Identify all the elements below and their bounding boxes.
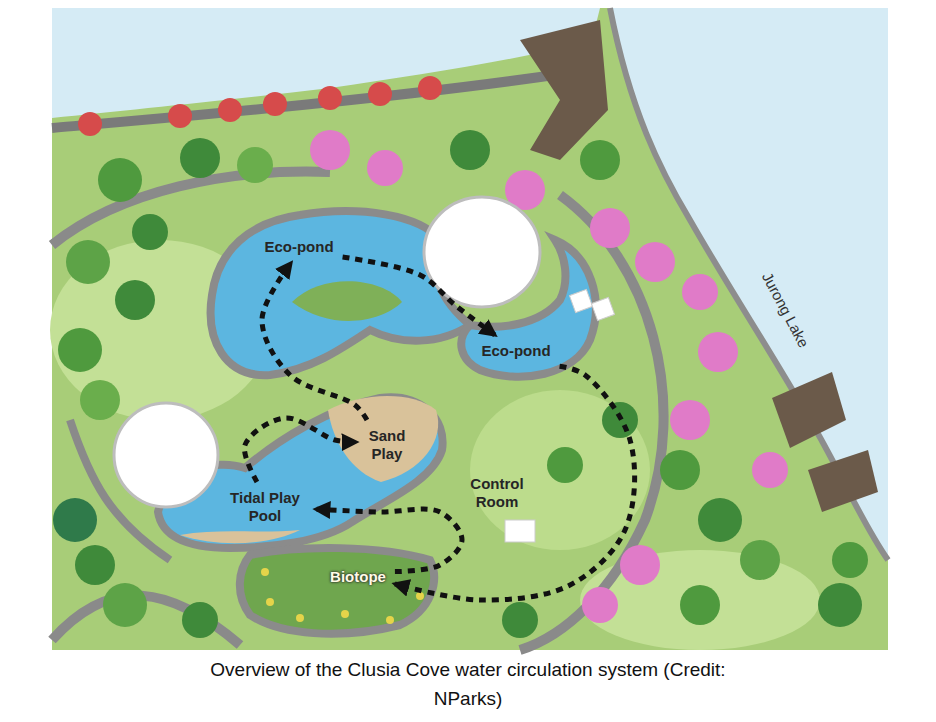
flow-arrow [316, 509, 462, 572]
area-label: Sand Play [361, 425, 413, 465]
sand-play [328, 396, 438, 482]
node-text: Eco-pond [481, 342, 550, 360]
flower [296, 614, 304, 622]
tree [263, 92, 287, 116]
kiosk [569, 289, 592, 312]
tree [75, 545, 115, 585]
pond-island [292, 281, 402, 321]
tree [635, 242, 675, 282]
tree [103, 583, 147, 627]
flow-arrow [244, 418, 356, 482]
area-label: Biotope [326, 566, 390, 588]
lake-water [52, 8, 600, 118]
tree [680, 585, 720, 625]
pool-label: Tidal Play Pool [219, 487, 311, 527]
promenade [52, 72, 575, 128]
boardwalk [520, 20, 608, 160]
tree [682, 274, 718, 310]
tree [832, 542, 868, 578]
tree [450, 130, 490, 170]
flower [341, 610, 349, 618]
flow-arrow [262, 263, 367, 420]
flow-arrow [343, 257, 495, 335]
lake-water [600, 8, 888, 560]
node-text: Tidal Play Pool [223, 489, 307, 525]
tree [53, 498, 97, 542]
tree [698, 498, 742, 542]
tree [182, 602, 218, 638]
node-text: Sand Play [365, 427, 409, 463]
tree [818, 583, 862, 627]
figure-caption: Overview of the Clusia Cove water circul… [208, 655, 728, 713]
tree [660, 450, 700, 490]
lawn-patch [470, 390, 650, 550]
shoreline [610, 8, 888, 560]
tree [620, 545, 660, 585]
tree [80, 380, 120, 420]
pond-label: Eco-pond [260, 236, 337, 258]
tree [670, 400, 710, 440]
tree [590, 208, 630, 248]
biotope-bed [240, 548, 434, 634]
tree [218, 98, 242, 122]
tree [132, 214, 168, 250]
tree [98, 158, 142, 202]
flower [386, 616, 394, 624]
pond-label: Eco-pond [477, 340, 554, 362]
tree [752, 452, 788, 488]
tree [318, 86, 342, 110]
tree [78, 112, 102, 136]
flow-arrow [395, 366, 635, 600]
building-label: Control Room [458, 473, 536, 513]
flower [266, 598, 274, 606]
flower [416, 592, 424, 600]
tree [168, 104, 192, 128]
tree [180, 138, 220, 178]
trees [53, 76, 868, 638]
tree [698, 332, 738, 372]
tree [66, 240, 110, 284]
plaza [114, 403, 218, 507]
tree [58, 328, 102, 372]
flower [261, 568, 269, 576]
node-text: Biotope [330, 568, 386, 586]
kiosk [591, 297, 614, 320]
tree [310, 130, 350, 170]
tree [115, 280, 155, 320]
tree [502, 602, 538, 638]
biotope-flowers [261, 568, 424, 624]
boardwalk [772, 372, 846, 448]
tree [418, 76, 442, 100]
tree [740, 540, 780, 580]
tree [582, 587, 618, 623]
tree [547, 447, 583, 483]
pool-beach [180, 530, 300, 543]
node-text: Eco-pond [264, 238, 333, 256]
tree [367, 150, 403, 186]
control-room-building [505, 520, 535, 542]
tree [237, 147, 273, 183]
lake-name: Jurong Lake [754, 265, 816, 355]
tree [580, 140, 620, 180]
tree [368, 82, 392, 106]
boardwalk [808, 450, 878, 512]
